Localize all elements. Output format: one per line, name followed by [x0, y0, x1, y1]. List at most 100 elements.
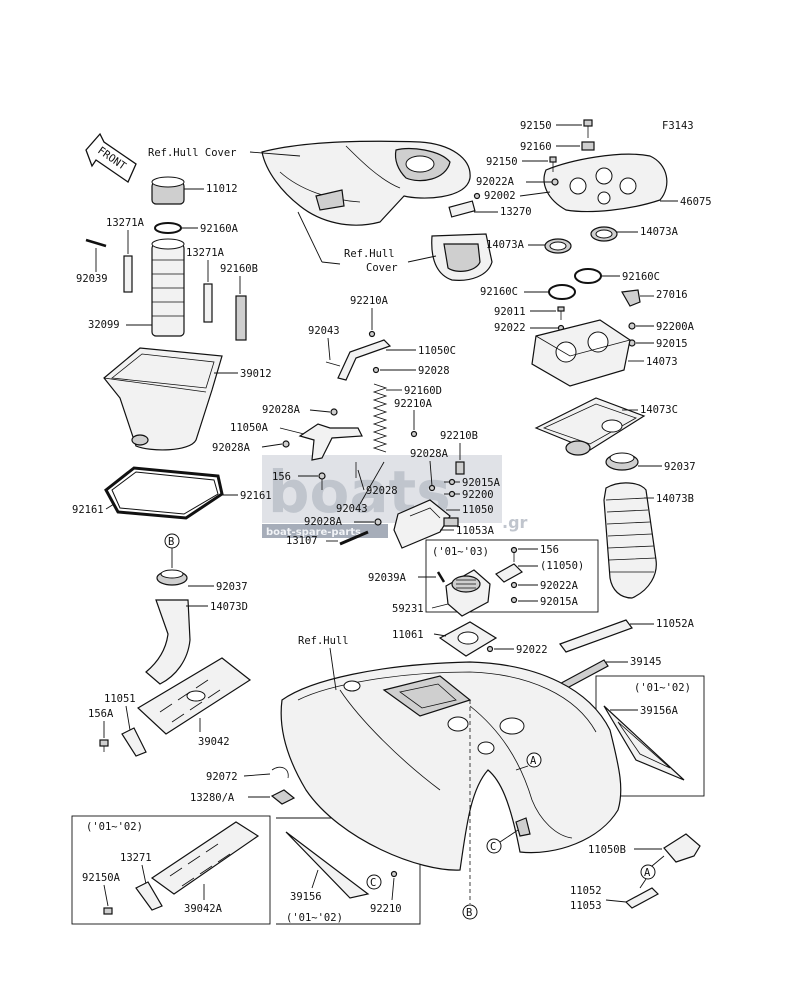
- label-11053: 11053: [570, 900, 602, 912]
- front-arrow-icon: FRONT: [85, 132, 137, 183]
- circle-c-left-icon: C: [366, 874, 382, 890]
- gasket-11061-drawing: [438, 621, 498, 657]
- label-92028a-4: 92028A: [304, 516, 343, 528]
- hull-cover-cup-drawing: [431, 233, 493, 281]
- label-92039: 92039: [76, 273, 108, 285]
- label-11051: 11051: [104, 693, 136, 705]
- label-92210a-2: 92210A: [394, 398, 433, 410]
- label-92039a: 92039A: [368, 572, 407, 584]
- label-11050c: 11050C: [418, 345, 456, 357]
- plate-13271a-2-icon: [203, 283, 213, 323]
- washer-92022a-top-icon: [551, 178, 559, 186]
- note-01-02-left: ('01~'02): [86, 821, 143, 833]
- label-92210b: 92210B: [440, 430, 478, 442]
- bolt-92002-icon: [473, 192, 481, 200]
- label-11052: 11052: [570, 885, 602, 897]
- label-92037-right: 92037: [664, 461, 696, 473]
- svg-text:A: A: [530, 755, 537, 767]
- ring-14073a-right-icon: [590, 226, 618, 242]
- label-14073c: 14073C: [640, 404, 678, 416]
- label-92072: 92072: [206, 771, 238, 783]
- note-box-01-02-left: ('01~'02) 13271 92150A 39042A: [71, 815, 271, 925]
- note-box-01-02-mid: C 39156 92210 ('01~'02): [276, 817, 421, 925]
- bolt-92150-2-icon: [549, 156, 557, 172]
- label-92022a-top: 92022A: [476, 176, 515, 188]
- svg-text:B: B: [466, 907, 472, 919]
- label-92160c-left: 92160C: [480, 286, 518, 298]
- clip-92072-icon: [271, 766, 289, 779]
- strip-92160b-icon: [235, 295, 247, 341]
- label-39156a: 39156A: [640, 705, 679, 717]
- label-59231: 59231: [392, 603, 424, 615]
- washer-92022a-2-icon: [510, 581, 518, 589]
- box-14073-drawing: [531, 319, 631, 387]
- label-92002: 92002: [484, 190, 516, 202]
- label-92028a-3: 92028A: [410, 448, 449, 460]
- hull-drawing: [280, 661, 622, 871]
- label-92028a-1: 92028A: [262, 404, 301, 416]
- watermark-tld: .gr: [502, 513, 528, 532]
- bolt-92210-icon: [390, 870, 398, 878]
- label-92150-top: 92150: [520, 120, 552, 132]
- label-156-2: 156: [540, 544, 559, 556]
- label-13107: 13107: [286, 535, 318, 547]
- label-92161-left: 92161: [72, 504, 104, 516]
- collar-92160-icon: [581, 141, 595, 151]
- bolt-92039-icon: [85, 238, 107, 248]
- label-39012: 39012: [240, 368, 272, 380]
- fitting-27016-icon: [621, 289, 641, 307]
- bolt-92210a-1-icon: [368, 330, 376, 338]
- svg-text:B: B: [168, 536, 174, 548]
- pin-92028-1-icon: [372, 366, 380, 374]
- decal-13280a-icon: [270, 789, 296, 805]
- label-92022-mid: 92022: [494, 322, 526, 334]
- screw-156-2-icon: [510, 546, 518, 562]
- plate-13270-icon: [448, 200, 476, 218]
- label-11053a: 11053A: [456, 525, 495, 537]
- svg-text:A: A: [644, 867, 651, 879]
- label-39156: 39156: [290, 891, 322, 903]
- label-156-1: 156: [272, 471, 291, 483]
- washer-92200-icon: [448, 490, 456, 498]
- cap-11012-icon: [151, 176, 185, 205]
- circle-a-hull-icon: A: [526, 752, 542, 768]
- bolt-92210b-icon: [455, 461, 465, 475]
- vent-59231-drawing: [445, 569, 491, 617]
- label-92210a-1: 92210A: [350, 295, 389, 307]
- label-13271a-2: 13271A: [186, 247, 225, 259]
- bolt-92011-icon: [557, 306, 565, 320]
- label-13271a-1: 13271A: [106, 217, 145, 229]
- label-14073: 14073: [646, 356, 678, 368]
- cover-46075-drawing: [543, 153, 668, 213]
- label-11050: 11050: [462, 504, 494, 516]
- label-11061: 11061: [392, 629, 424, 641]
- circle-a-bottom-icon: A: [640, 864, 656, 880]
- plate-11053a-icon: [443, 517, 459, 527]
- lever-11050a-drawing: [282, 408, 363, 461]
- tray-14073c-drawing: [534, 397, 646, 456]
- bracket-11051-icon: [121, 727, 147, 757]
- bracket-11050-paren-icon: [495, 563, 523, 583]
- label-156a: 156A: [88, 708, 114, 720]
- bracket-11050b-icon: [663, 833, 701, 863]
- label-11012: 11012: [206, 183, 238, 195]
- label-32099: 32099: [88, 319, 120, 331]
- label-92160b: 92160B: [220, 263, 258, 275]
- ring-92160a-icon: [154, 222, 182, 234]
- plate-13271a-1-icon: [123, 255, 133, 293]
- circle-b-top-icon: B: [164, 533, 180, 549]
- watermark-sub: boat-spare-parts: [266, 527, 361, 538]
- ref-hull-cover-top: Ref.Hull Cover: [148, 147, 237, 159]
- ring-92160c-right-icon: [574, 268, 602, 284]
- note-01-03: ('01~'03): [432, 546, 489, 558]
- circle-b-bottom-icon: B: [462, 904, 478, 920]
- circle-c-hull-icon: C: [486, 838, 502, 854]
- ref-hull: Ref.Hull: [298, 635, 349, 647]
- label-92200: 92200: [462, 489, 494, 501]
- clamp-92037-left-icon: [156, 569, 188, 586]
- washer-92200a-icon: [628, 322, 636, 330]
- label-92150-2: 92150: [486, 156, 518, 168]
- label-39042a: 39042A: [184, 903, 223, 915]
- ref-hull-cover-mid-1: Ref.Hull: [344, 248, 395, 260]
- label-92015a-2: 92015A: [540, 596, 579, 608]
